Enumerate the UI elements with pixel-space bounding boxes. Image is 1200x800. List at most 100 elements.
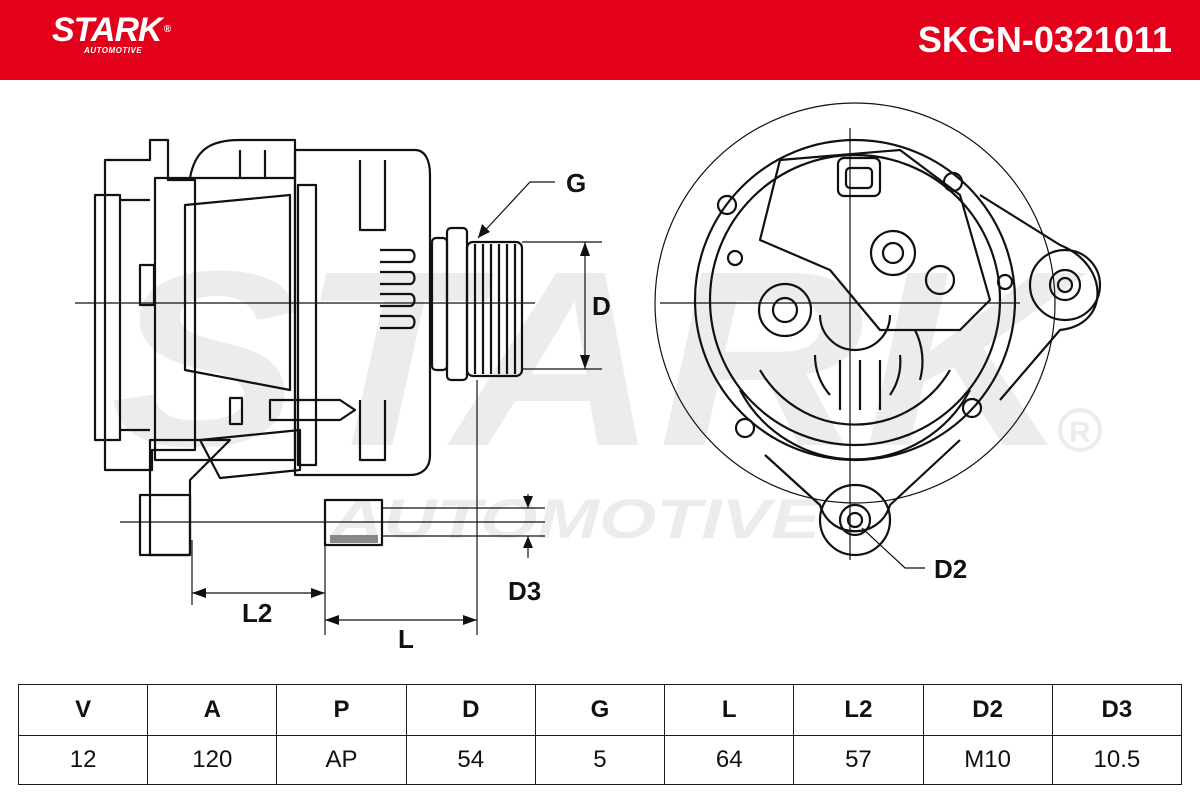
label-d2: D2 xyxy=(934,554,967,584)
watermark-subtext: AUTOMOTIVE xyxy=(327,487,822,550)
spec-header-cell: L xyxy=(664,684,795,736)
vent-slot xyxy=(914,329,924,381)
watermark: STARK AUTOMOTIVE R xyxy=(110,219,1102,550)
label-g: G xyxy=(566,168,586,198)
right-mount-boss xyxy=(1028,248,1102,322)
spec-value-cell: M10 xyxy=(922,735,1053,785)
l2-arrow-left xyxy=(192,588,206,598)
label-d3: D3 xyxy=(508,576,541,606)
stark-logo: STARK® AUTOMOTIVE xyxy=(52,11,171,55)
rear-view-centerlines xyxy=(660,128,1020,569)
voltage-regulator xyxy=(758,148,992,332)
spec-value-cell: 5 xyxy=(534,735,666,785)
terminal-bolt-large-inner xyxy=(771,296,799,324)
spec-header-cell: D xyxy=(405,684,536,736)
housing-screw xyxy=(734,417,756,439)
terminal-bolt-large xyxy=(757,282,813,338)
dimension-arrows xyxy=(192,224,590,625)
spec-header-cell: P xyxy=(276,684,407,736)
bolt-head xyxy=(228,396,244,426)
fin-4 xyxy=(380,314,416,330)
watermark-registered-circle xyxy=(1058,408,1102,452)
fin-2 xyxy=(380,270,416,286)
stator-inner-panel xyxy=(183,193,292,392)
brand-subtitle: AUTOMOTIVE xyxy=(84,46,143,55)
alternator-technical-drawing: STARK AUTOMOTIVE R xyxy=(75,102,1102,654)
terminal-bolt-top xyxy=(869,229,917,277)
registered-mark: ® xyxy=(163,24,171,35)
through-bolt xyxy=(268,398,357,422)
header-banner: STARK® AUTOMOTIVE SKGN-0321011 xyxy=(0,0,1200,80)
l-arrow-left xyxy=(325,615,339,625)
rotor-center xyxy=(818,314,892,352)
spec-header-cell: D3 xyxy=(1051,684,1183,736)
front-housing xyxy=(293,148,432,477)
watermark-text: STARK xyxy=(110,219,1088,498)
front-ear-bottom xyxy=(358,400,387,462)
plug-connector-inner xyxy=(844,166,874,190)
spec-value-cell: 54 xyxy=(405,735,536,785)
spec-header-cell: G xyxy=(534,684,666,736)
d3-arrow-head-top xyxy=(523,496,533,508)
housing-screw xyxy=(996,273,1014,291)
rear-cap xyxy=(93,193,122,442)
bottom-mount xyxy=(323,498,384,547)
housing-inner xyxy=(708,153,1002,447)
right-mount-hole xyxy=(1048,268,1082,302)
watermark-registered-letter: R xyxy=(1069,416,1091,449)
spec-value-cell: 10.5 xyxy=(1051,735,1183,785)
g-leader-line xyxy=(477,181,555,239)
alternator-rear-view xyxy=(654,102,1102,557)
spec-value-cell: 12 xyxy=(17,735,149,785)
vent-arc-outer xyxy=(739,389,971,461)
l-arrow-right xyxy=(463,615,477,625)
spec-header-cell: L2 xyxy=(793,684,924,736)
fin-3 xyxy=(380,292,416,308)
alternator-side-view xyxy=(93,138,524,557)
spec-table: V A P D G L L2 D2 D3 12 120 AP 54 5 64 5… xyxy=(17,684,1183,785)
vent-slot xyxy=(889,354,902,396)
side-view-dimensions xyxy=(75,181,602,635)
label-l: L xyxy=(398,624,414,654)
label-l2: L2 xyxy=(242,598,272,628)
spec-value-cell: 120 xyxy=(147,735,278,785)
vent-slot xyxy=(813,354,831,396)
bottom-mount-hole-inner xyxy=(846,511,864,529)
front-ear-top xyxy=(358,160,387,232)
spec-header-cell: V xyxy=(17,684,149,736)
vent-arc xyxy=(759,369,951,426)
bottom-mount-hole xyxy=(838,503,872,537)
d-arrow-up xyxy=(580,242,590,256)
dimension-circle xyxy=(654,102,1056,504)
housing-screw xyxy=(942,171,964,193)
l2-arrow-right xyxy=(311,588,325,598)
housing-screw xyxy=(961,397,983,419)
d2-leader-line xyxy=(861,527,925,569)
fin-1 xyxy=(380,248,416,264)
terminal-post xyxy=(924,264,956,296)
right-mount-hole-inner xyxy=(1056,276,1074,294)
foot-brace xyxy=(198,428,302,480)
brand-name: STARK xyxy=(52,11,163,49)
housing-screw xyxy=(716,194,738,216)
bottom-mount-hatch xyxy=(330,535,378,543)
spec-value-cell: 64 xyxy=(664,735,795,785)
part-number: SKGN-0321011 xyxy=(917,19,1172,60)
spec-value-cell: AP xyxy=(276,735,407,785)
rear-housing xyxy=(103,138,197,472)
spec-header-cell: A xyxy=(147,684,278,736)
terminal-bolt-top-inner xyxy=(881,241,905,265)
g-arrow xyxy=(478,224,490,238)
pulley-grooves xyxy=(465,240,524,378)
bottom-mount-boss xyxy=(818,483,892,557)
spec-table-header-row: V A P D G L L2 D2 D3 xyxy=(17,684,1183,736)
housing-screw xyxy=(726,249,744,267)
plug-connector xyxy=(836,156,882,198)
spec-header-cell: D2 xyxy=(922,684,1053,736)
front-flange xyxy=(296,183,318,467)
spec-value-cell: 57 xyxy=(793,735,924,785)
top-bracket xyxy=(188,138,297,179)
label-d: D xyxy=(592,291,611,321)
d3-arrow-head-bottom xyxy=(523,536,533,548)
foot-boss xyxy=(138,493,192,557)
